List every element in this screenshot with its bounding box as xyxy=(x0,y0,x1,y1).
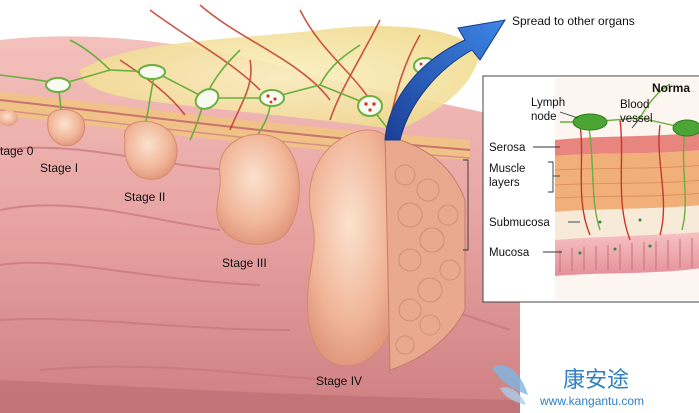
stage-label-3: Stage III xyxy=(222,256,267,270)
stage-label-1: Stage I xyxy=(40,161,78,175)
cut-section-cells xyxy=(394,164,461,355)
watermark-logo-icon xyxy=(492,365,528,395)
inset-lymph-node-icon xyxy=(572,113,608,131)
normal-wall-inset xyxy=(463,75,699,303)
lymph-node xyxy=(357,95,383,117)
watermark: 康安途 www.kangantu.com xyxy=(492,365,644,408)
blood-vessel-label-line2: vessel xyxy=(620,113,653,125)
spread-arrow xyxy=(384,19,507,141)
colon-cut-section xyxy=(384,134,466,371)
stage-label-0: Stage 0 xyxy=(0,144,34,158)
tumor-stage-2 xyxy=(124,120,178,180)
lymph-node-label-line2: node xyxy=(531,111,557,123)
watermark-brand: 康安途 xyxy=(563,368,629,393)
watermark-url: www.kangantu.com xyxy=(539,394,644,408)
submucosa-label: Submucosa xyxy=(489,217,550,229)
colon-folds xyxy=(0,146,511,381)
stage-label-2: Stage II xyxy=(124,190,165,204)
lymph-node xyxy=(194,88,220,110)
inset-title: Norma xyxy=(652,81,690,95)
stage-label-4: Stage IV xyxy=(316,374,362,388)
colon-lumen-shadow xyxy=(0,380,520,413)
muscle-label-line2: layers xyxy=(489,177,520,189)
serosa-label: Serosa xyxy=(489,142,526,154)
tumor-stage-3 xyxy=(216,133,300,245)
lymph-node xyxy=(259,89,285,107)
spread-label: Spread to other organs xyxy=(512,14,635,28)
lymph-node xyxy=(138,64,166,80)
lymph-node-label-line1: Lymph xyxy=(531,97,565,109)
lymph-node xyxy=(45,77,71,93)
blood-vessels xyxy=(119,4,421,131)
blood-vessel-label-line1: Blood xyxy=(620,99,649,111)
tumor-stage-1 xyxy=(47,108,86,147)
tumor-stage-0 xyxy=(0,110,18,126)
inset-lymph-node-icon xyxy=(672,119,699,137)
muscle-label-line1: Muscle xyxy=(489,163,525,175)
mucosa-label: Mucosa xyxy=(489,247,530,259)
